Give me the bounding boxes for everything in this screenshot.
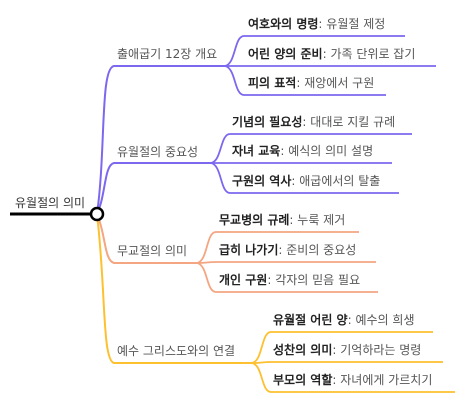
branch-node-1[interactable]: 출애굽기 12장 개요: [117, 46, 217, 62]
leaf-title: 여호와의 명령: [248, 17, 319, 31]
leaf-desc: : 준비의 중요성: [278, 243, 357, 257]
connector-leaf-4-3: [251, 362, 455, 393]
leaf-desc: : 누룩 제거: [289, 213, 346, 227]
branch-label: 유월절의 중요성: [117, 145, 199, 159]
root-label: 유월절의 의미: [15, 196, 86, 210]
root-node[interactable]: 유월절의 의미: [15, 195, 85, 211]
leaf-desc: : 가족 단위로 잡기: [322, 47, 416, 61]
leaf-desc: : 대대로 지킬 규례: [302, 115, 396, 129]
root-collapse-handle[interactable]: [89, 206, 105, 222]
leaf-title: 부모의 역할: [273, 373, 333, 387]
connector-branch-2: [96, 162, 211, 215]
connector-leaf-4-2: [251, 361, 443, 364]
leaf-title: 무교병의 규례: [219, 213, 290, 227]
leaf-node[interactable]: 피의 표적: 재앙에서 구원: [248, 75, 374, 91]
connector-leaf-2-1: [210, 133, 412, 164]
leaf-node[interactable]: 구원의 역사: 애굽에서의 탈출: [232, 173, 380, 189]
leaf-title: 구원의 역사: [232, 174, 292, 188]
connector-leaf-3-1: [196, 231, 359, 264]
branch-label: 출애굽기 12장 개요: [117, 47, 218, 61]
leaf-title: 자녀 교육: [232, 144, 281, 158]
leaf-node[interactable]: 유월절 어린 양: 예수의 희생: [273, 312, 414, 328]
leaf-desc: : 애굽에서의 탈출: [291, 174, 381, 188]
leaf-desc: : 자녀에게 가르치기: [332, 373, 433, 387]
leaf-node[interactable]: 무교병의 규례: 누룩 제거: [219, 212, 345, 228]
leaf-title: 기념의 필요성: [232, 115, 303, 129]
connector-leaf-3-2: [196, 261, 376, 264]
leaf-node[interactable]: 급히 나가기: 준비의 중요성: [219, 242, 356, 258]
connector-branch-4: [96, 213, 252, 364]
connector-leaf-2-3: [210, 162, 399, 194]
leaf-node[interactable]: 어린 양의 준비: 가족 단위로 잡기: [248, 46, 415, 62]
leaf-desc: : 기억하라는 명령: [332, 343, 422, 357]
leaf-desc: : 예수의 희생: [347, 313, 415, 327]
leaf-node[interactable]: 성찬의 의미: 기억하라는 명령: [273, 342, 421, 358]
branch-node-4[interactable]: 예수 그리스도와의 연결: [117, 343, 235, 359]
connector-branch-1: [96, 65, 225, 215]
leaf-title: 어린 양의 준비: [248, 47, 323, 61]
leaf-desc: : 각자의 믿음 필요: [267, 273, 361, 287]
branch-node-2[interactable]: 유월절의 중요성: [117, 144, 198, 160]
leaf-desc: : 재앙에서 구원: [296, 76, 375, 90]
leaf-node[interactable]: 여호와의 명령: 유월절 제정: [248, 16, 385, 32]
leaf-node[interactable]: 자녀 교육: 예식의 의미 설명: [232, 143, 373, 159]
leaf-title: 피의 표적: [248, 76, 297, 90]
connector-leaf-1-3: [224, 65, 386, 96]
leaf-desc: : 예식의 의미 설명: [280, 144, 374, 158]
leaf-node[interactable]: 부모의 역할: 자녀에게 가르치기: [273, 372, 432, 388]
leaf-title: 유월절 어린 양: [273, 313, 348, 327]
leaf-node[interactable]: 기념의 필요성: 대대로 지킬 규례: [232, 114, 395, 130]
connector-leaf-1-1: [224, 35, 405, 67]
branch-label: 무교절의 의미: [117, 244, 188, 258]
leaf-title: 성찬의 의미: [273, 343, 333, 357]
branch-label: 예수 그리스도와의 연결: [117, 344, 236, 358]
leaf-desc: : 유월절 제정: [318, 17, 386, 31]
connector-leaf-4-1: [251, 331, 433, 364]
branch-node-3[interactable]: 무교절의 의미: [117, 243, 187, 259]
leaf-title: 급히 나가기: [219, 243, 279, 257]
leaf-node[interactable]: 개인 구원: 각자의 믿음 필요: [219, 272, 360, 288]
connector-leaf-3-3: [196, 262, 378, 293]
leaf-title: 개인 구원: [219, 273, 268, 287]
